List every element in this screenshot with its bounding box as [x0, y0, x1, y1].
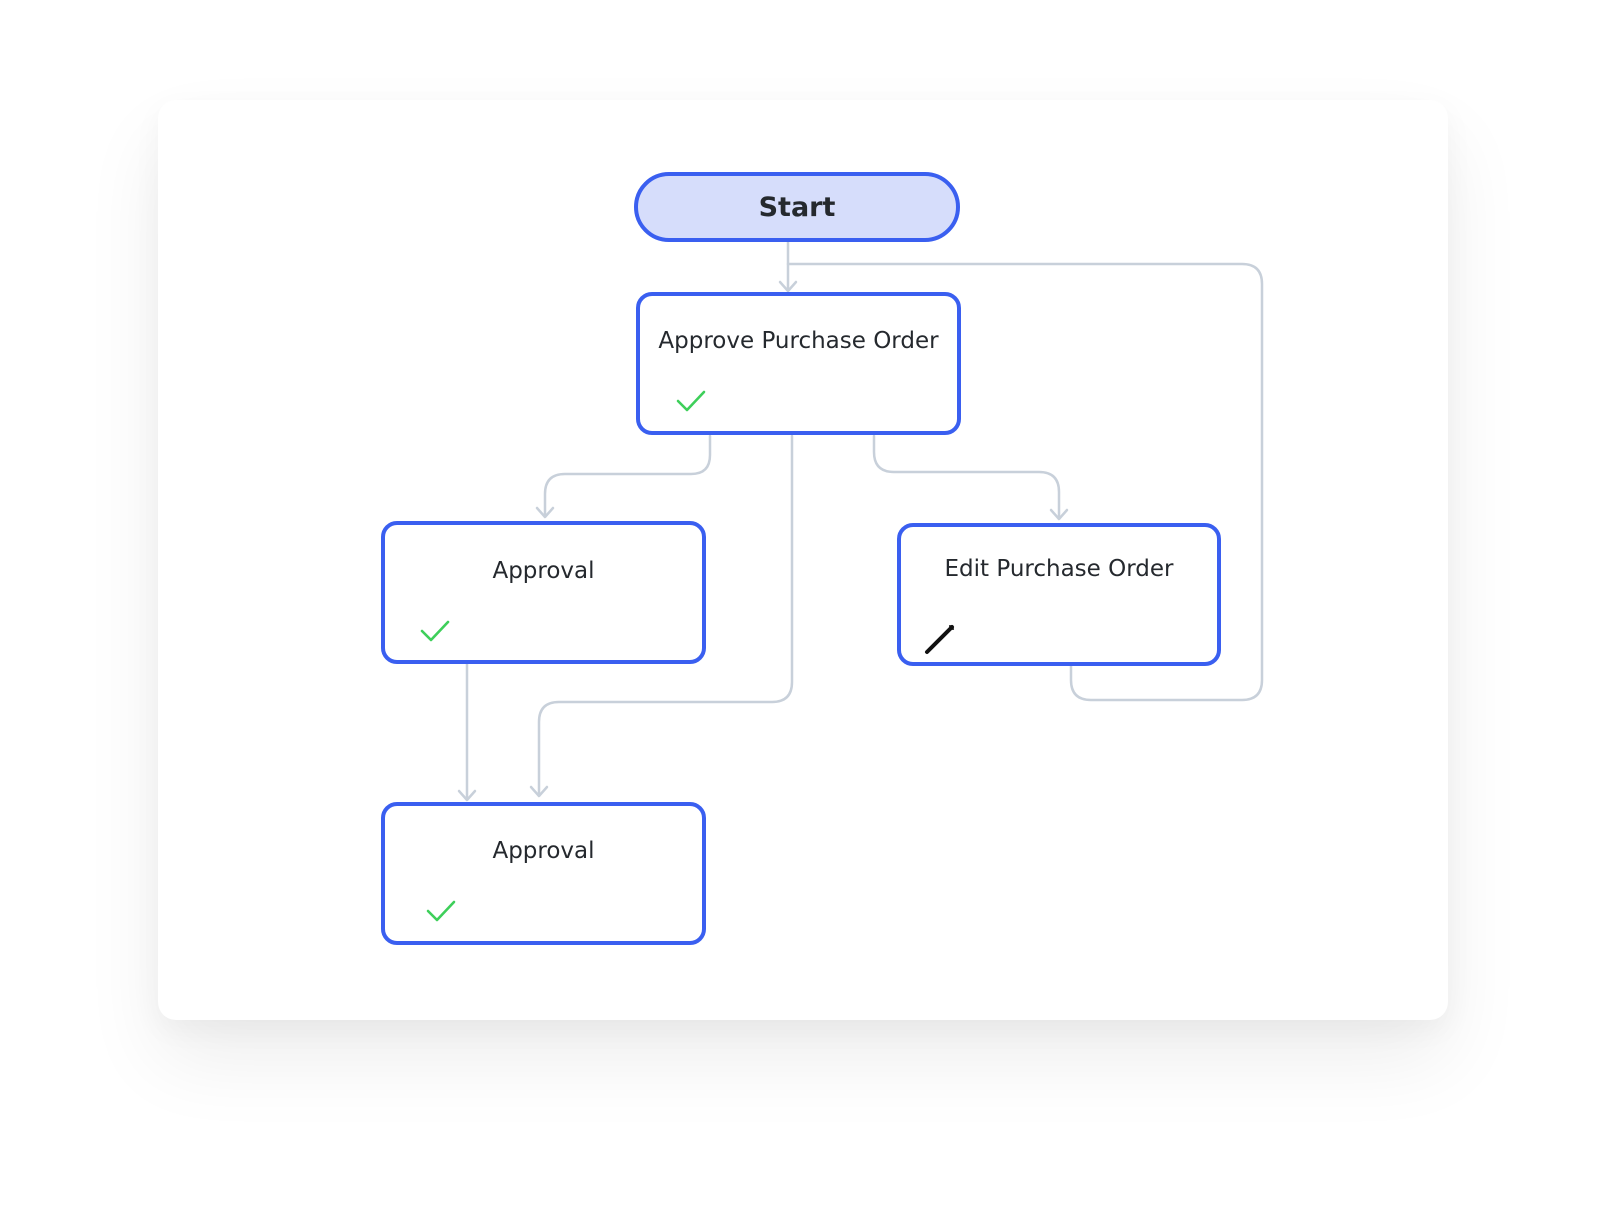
node-approve-purchase-order[interactable]: Approve Purchase Order — [636, 292, 961, 435]
connector-approve-po-to-approval-2 — [537, 434, 794, 797]
node-label: Edit Purchase Order — [944, 556, 1174, 582]
node-label: Approval — [492, 838, 595, 864]
node-label: Approve Purchase Order — [658, 328, 939, 354]
connector-approve-po-to-edit-po — [872, 434, 1061, 520]
arrowhead — [778, 280, 798, 293]
arrowhead — [457, 789, 477, 802]
start-node[interactable]: Start — [634, 172, 960, 242]
pencil-icon — [925, 625, 954, 654]
start-node-label: Start — [758, 192, 836, 223]
connector-approve-po-to-approval-1 — [543, 434, 712, 518]
node-approval-2[interactable]: Approval — [381, 802, 706, 945]
connector-edit-po-loop-back — [786, 262, 1264, 702]
check-icon — [420, 620, 450, 642]
arrowhead — [535, 506, 555, 519]
arrowhead — [1049, 508, 1069, 521]
node-edit-purchase-order[interactable]: Edit Purchase Order — [897, 523, 1221, 666]
diagram-canvas — [158, 100, 1448, 1020]
arrowhead — [529, 785, 549, 798]
check-icon — [426, 900, 456, 922]
node-label: Approval — [492, 558, 595, 584]
node-approval-1[interactable]: Approval — [381, 521, 706, 664]
check-icon — [676, 390, 706, 412]
